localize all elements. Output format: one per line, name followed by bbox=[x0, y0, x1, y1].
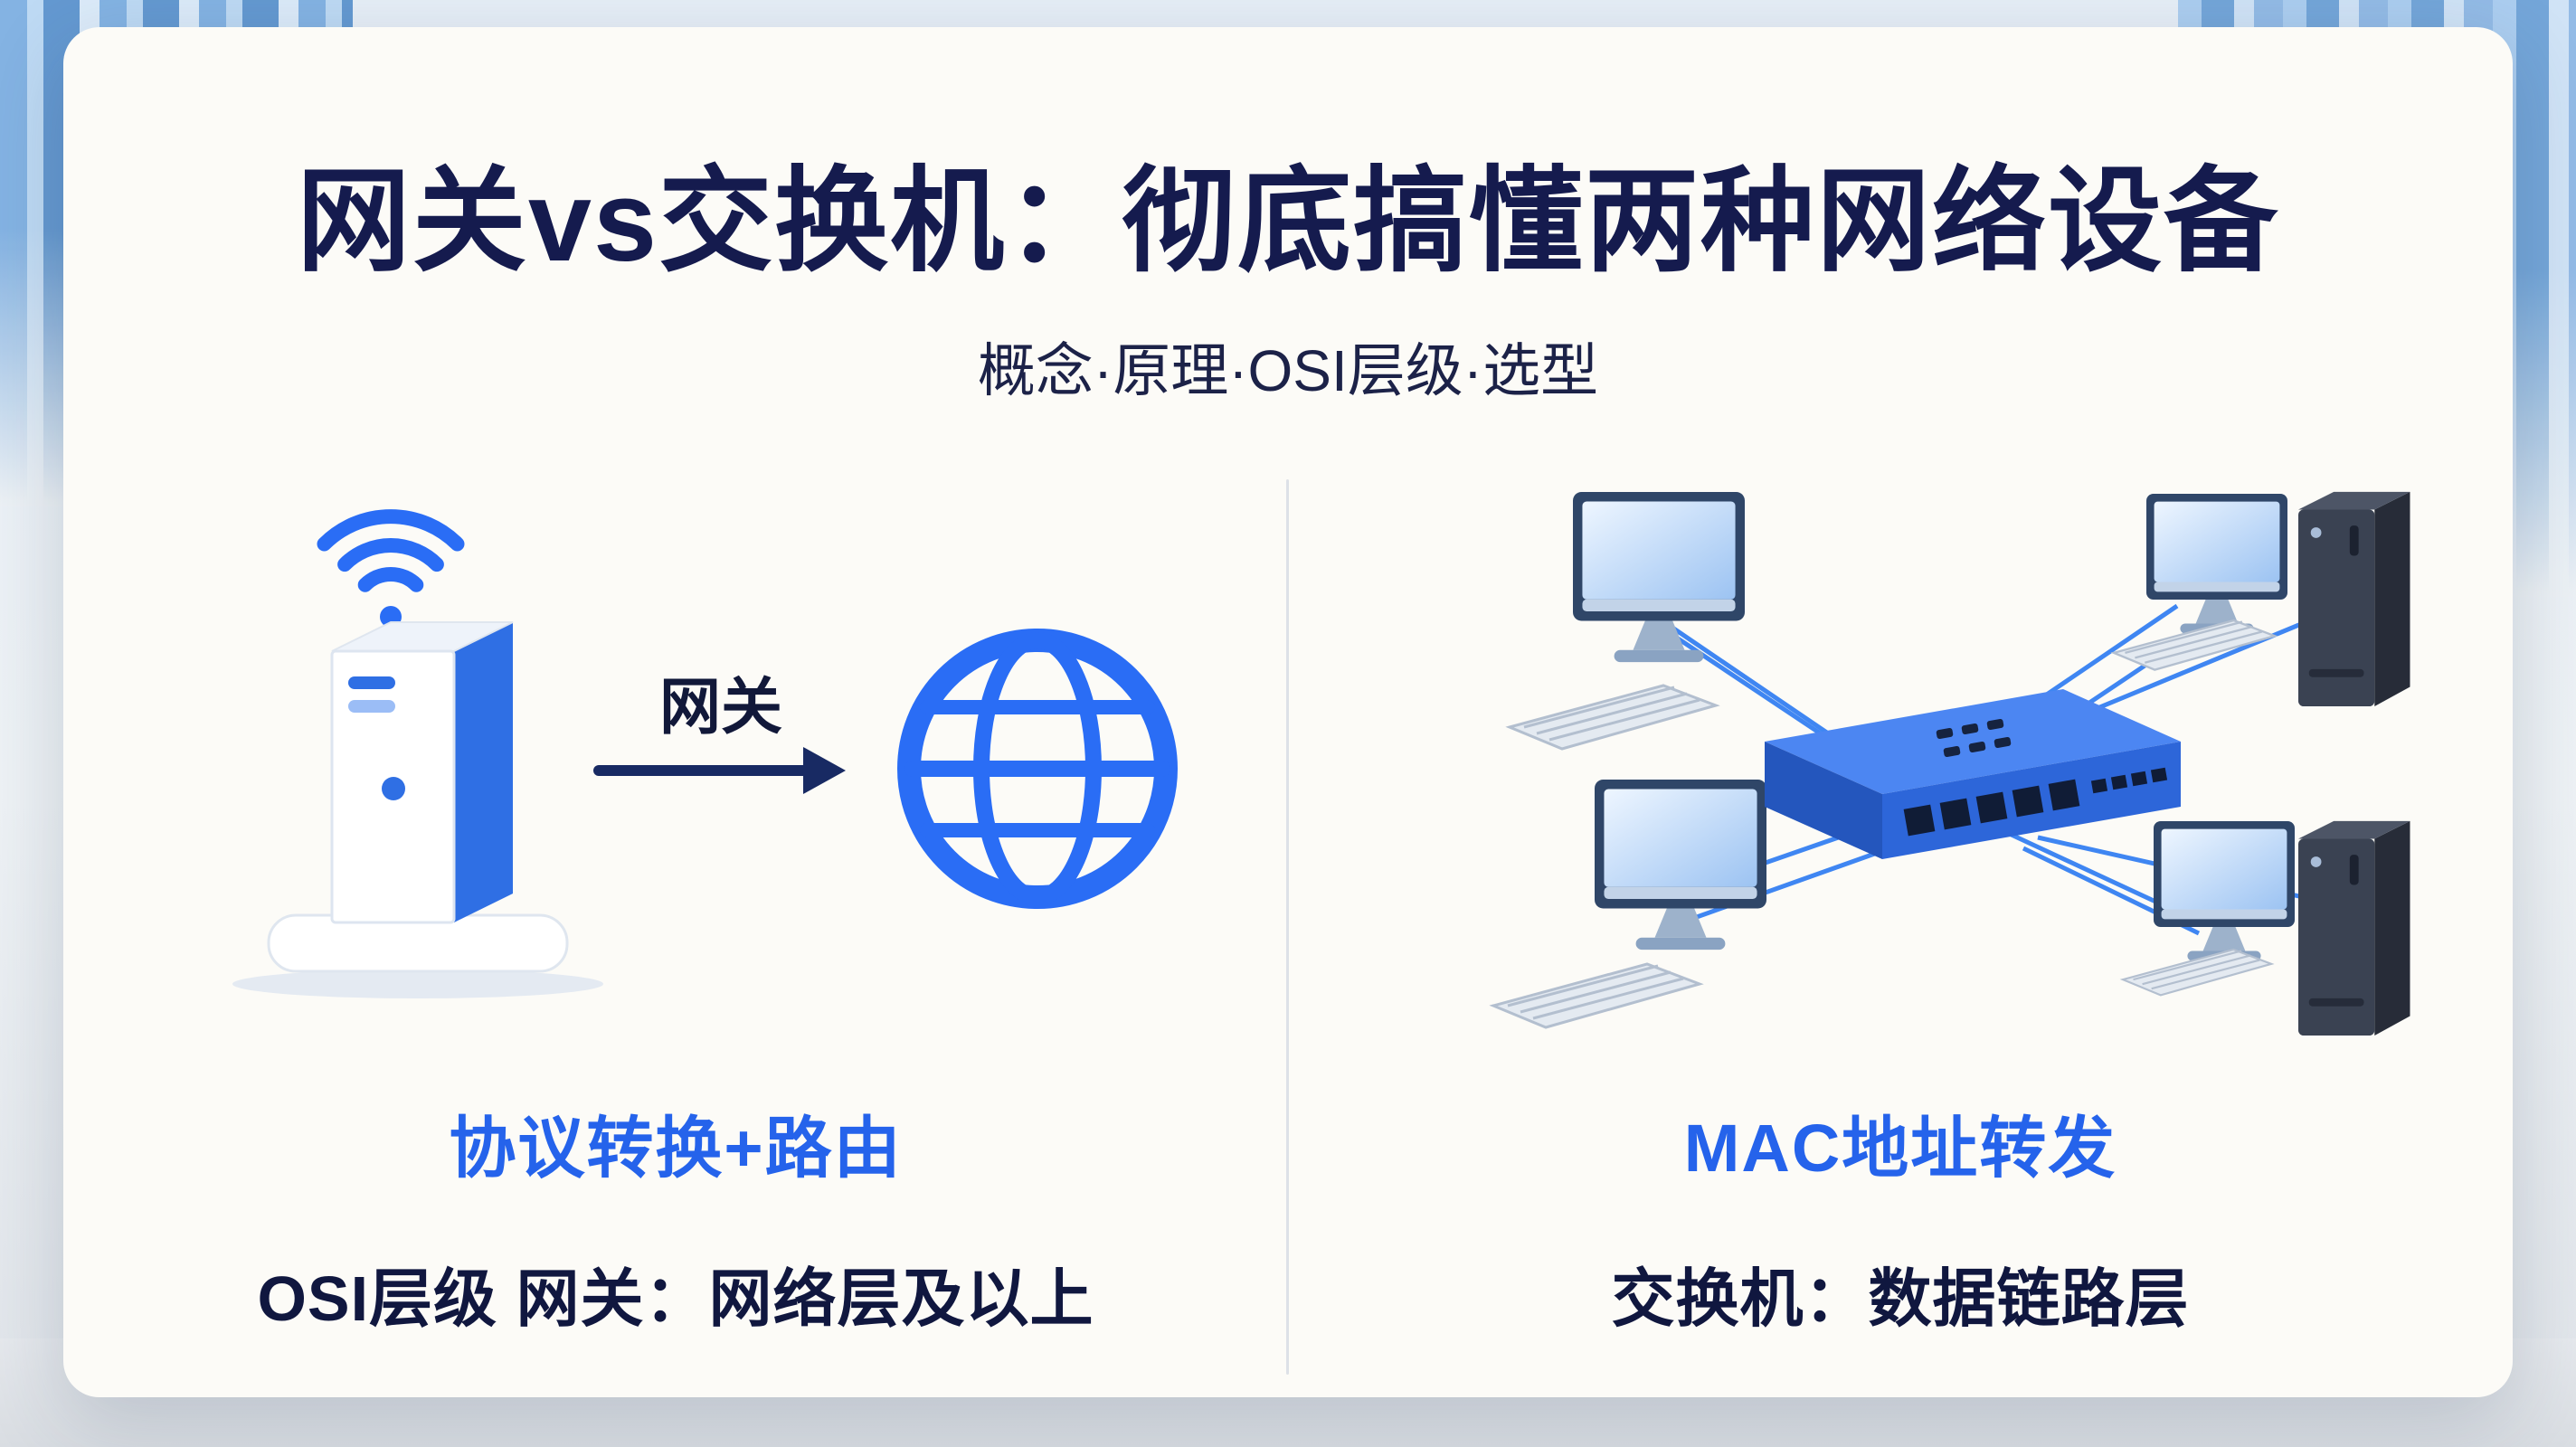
infographic-card: 网关vs交换机：彻底搞懂两种网络设备 概念·原理·OSI层级·选型 bbox=[63, 27, 2513, 1397]
switch-osi-label: 交换机：数据链路层 bbox=[1611, 1263, 2190, 1334]
wifi-icon bbox=[317, 509, 465, 628]
switch-ports bbox=[1903, 767, 2168, 837]
switch-illustration-area bbox=[1288, 461, 2513, 1058]
globe-icon bbox=[897, 629, 1178, 909]
column-divider bbox=[1286, 479, 1289, 1375]
network-switch-icon bbox=[1765, 689, 2181, 859]
server-icon bbox=[232, 621, 603, 998]
gateway-illustration-area: 网关 bbox=[63, 461, 1288, 1058]
switch-feature-label: MAC地址转发 bbox=[1683, 1111, 2117, 1186]
keyboard-icon bbox=[1508, 684, 1718, 751]
server-tower-icon bbox=[2298, 820, 2410, 1036]
page-subtitle: 概念·原理·OSI层级·选型 bbox=[977, 338, 1599, 403]
switch-top-vents bbox=[1936, 718, 2012, 758]
switch-panel: MAC地址转发 交换机：数据链路层 bbox=[1288, 452, 2513, 1397]
switch-illustration bbox=[1492, 491, 2410, 1036]
gateway-arrow-icon bbox=[593, 747, 846, 794]
server-tower-icon bbox=[2298, 491, 2410, 707]
keyboard-icon bbox=[1492, 962, 1701, 1029]
computer-icon bbox=[1595, 780, 1766, 950]
page-title: 网关vs交换机：彻底搞懂两种网络设备 bbox=[296, 157, 2280, 285]
gateway-feature-label: 协议转换+路由 bbox=[449, 1111, 903, 1186]
gateway-osi-label: OSI层级 网关：网络层及以上 bbox=[257, 1263, 1094, 1334]
computer-icon bbox=[2154, 821, 2295, 961]
gateway-illustration: 网关 bbox=[232, 509, 1178, 998]
comparison-columns: 网关 协议转换+路由 OSI层级 网关：网络层及以上 bbox=[63, 452, 2513, 1397]
gateway-panel: 网关 协议转换+路由 OSI层级 网关：网络层及以上 bbox=[63, 452, 1288, 1397]
gateway-arrow-label: 网关 bbox=[659, 673, 782, 742]
computer-icon bbox=[1573, 492, 1745, 663]
